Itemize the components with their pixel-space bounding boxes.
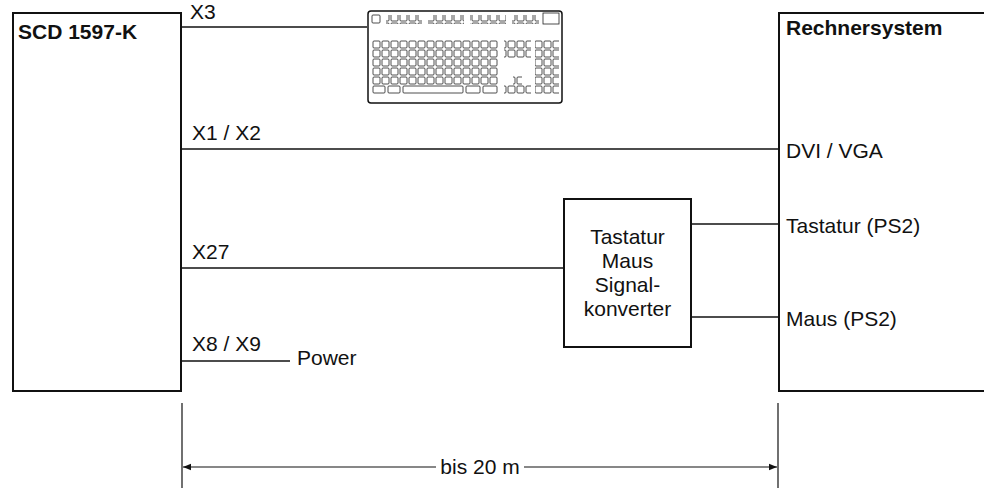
- dimension-label: bis 20 m: [436, 455, 523, 479]
- box-title: Tastatur Maus Signal- konverter: [584, 225, 672, 322]
- box-title: Rechnersystem: [786, 16, 942, 40]
- computer-box: RechnersystemDVI / VGA Tastatur (PS2) Maus…: [778, 12, 984, 392]
- connector-name: X8 / X9: [192, 332, 261, 356]
- signal-cable: [692, 316, 778, 318]
- port-label: Tastatur (PS2): [786, 214, 920, 238]
- keyboard-illustration: [368, 11, 562, 103]
- connector-name: X27: [192, 240, 229, 264]
- keyboard-wire: [182, 26, 367, 28]
- port-label: Maus (PS2): [786, 307, 897, 331]
- signal-cable: [182, 267, 563, 269]
- signal-name: Power: [297, 346, 357, 370]
- connector-name: X1 / X2: [192, 121, 261, 145]
- power-wire: [182, 360, 290, 362]
- signal-cable: [692, 223, 778, 225]
- signal-cable: [182, 148, 778, 150]
- port-label: DVI / VGA: [786, 139, 883, 163]
- dimension: [182, 403, 778, 488]
- unit-box: SCD 1597-K: [12, 12, 182, 392]
- converter-box: Tastatur Maus Signal- konverter: [563, 198, 692, 348]
- connector-name: X3: [190, 0, 216, 24]
- box-title: SCD 1597-K: [18, 20, 137, 44]
